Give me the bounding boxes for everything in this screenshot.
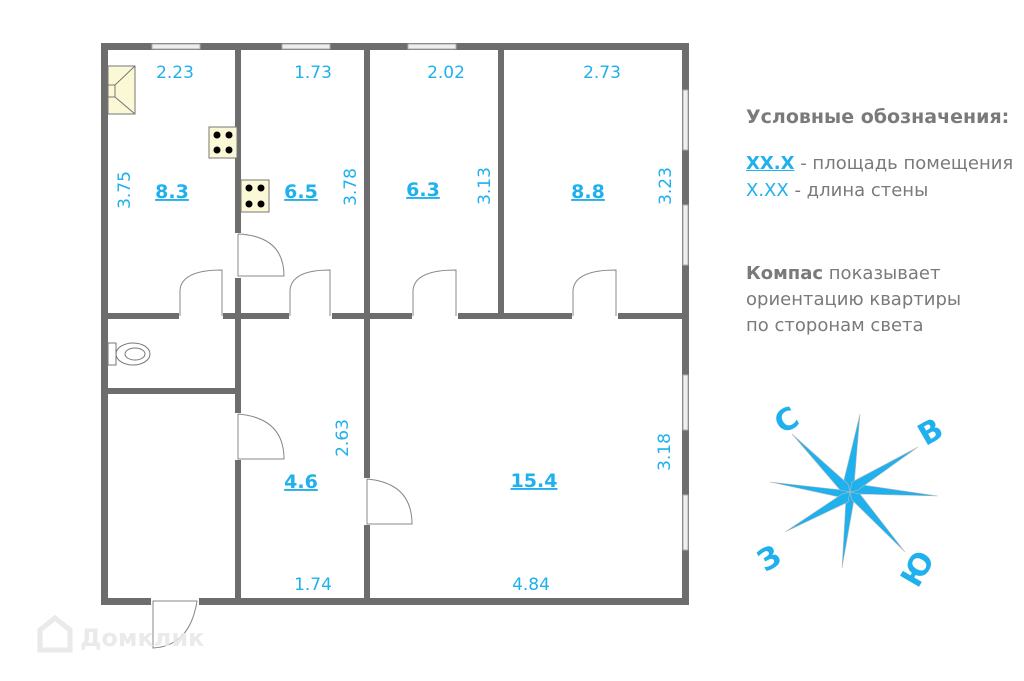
wall-length: 3.13 [475,167,495,205]
compass-south: Ю [894,545,942,593]
wall-length: 3.75 [115,171,135,209]
room-area: 4.6 [284,471,318,493]
stove-icon [208,126,238,159]
wall-length: 1.73 [294,63,332,83]
legend-compass: Компас показывает ориентацию квартиры по… [746,261,961,339]
compass-north: С [769,400,806,441]
legend-area-sample: XX.X [746,153,795,174]
wall-length: 3.78 [341,168,361,206]
legend-area: XX.X - площадь помещения [746,151,1013,177]
watermark-text: Домклик [80,624,204,652]
legend-length-sample: X.XX [746,180,789,201]
compass-rose: С В Ю З [752,400,950,593]
wall-length: 2.02 [427,63,465,83]
legend-title: Условные обозначения: [746,106,1010,128]
legend-compass-desc-1: показывает [828,263,941,284]
walls [101,43,689,605]
legend-length: X.XX - длина стены [746,178,928,204]
room-area: 8.3 [155,181,189,203]
wall-length: 3.18 [655,433,675,471]
legend-area-desc: - площадь помещения [800,153,1014,174]
room-area: 15.4 [511,470,558,492]
sink-icon [107,65,136,115]
wall-length: 2.63 [333,419,353,457]
room-area: 6.5 [284,181,318,203]
legend-compass-bold: Компас [746,263,824,284]
legend-compass-desc-3: по сторонам света [746,315,924,336]
room-area: 6.3 [406,179,440,201]
wall-length: 4.84 [512,575,550,595]
wall-length: 2.73 [583,63,621,83]
stove-icon [240,179,270,213]
wall-length: 2.23 [156,63,194,83]
wall-length: 3.23 [656,167,676,205]
doors [152,233,617,649]
wall-length: 1.74 [294,575,332,595]
legend-length-desc: - длина стены [794,180,929,201]
compass-west: З [752,538,788,579]
toilet-icon [107,342,151,366]
domclick-logo: Домклик [37,614,204,653]
room-area: 8.8 [571,181,605,203]
legend-compass-desc-2: ориентацию квартиры [746,289,962,310]
